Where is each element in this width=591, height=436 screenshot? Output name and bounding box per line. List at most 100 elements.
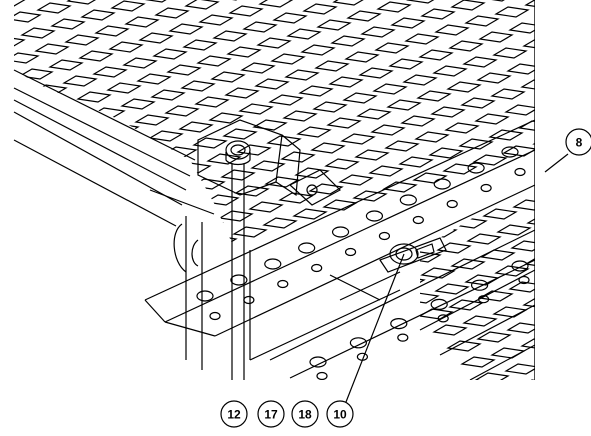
mesh-opening bbox=[338, 174, 374, 186]
callout-12[interactable]: 12 bbox=[220, 400, 248, 428]
mesh-opening bbox=[518, 379, 535, 380]
mesh-opening bbox=[460, 97, 496, 109]
mesh-opening bbox=[136, 73, 172, 85]
mesh-opening bbox=[124, 16, 160, 28]
mesh-opening bbox=[534, 95, 535, 107]
mesh-opening bbox=[310, 142, 346, 154]
bar-hole bbox=[316, 371, 328, 380]
mesh-opening bbox=[524, 256, 535, 268]
mesh-opening bbox=[120, 98, 156, 110]
mesh-opening bbox=[584, 280, 591, 290]
support-post bbox=[173, 216, 203, 370]
mesh-opening bbox=[512, 199, 535, 211]
mesh-opening bbox=[430, 106, 466, 118]
bar-hole bbox=[480, 183, 492, 193]
mesh-opening bbox=[236, 144, 272, 156]
mesh-opening bbox=[270, 53, 306, 65]
mesh-opening bbox=[480, 249, 516, 261]
mesh-opening bbox=[434, 283, 470, 295]
mesh-opening bbox=[582, 62, 591, 72]
mesh-opening bbox=[444, 122, 480, 134]
callout-18-label: 18 bbox=[298, 408, 312, 422]
mesh-opening bbox=[412, 172, 448, 184]
mesh-opening bbox=[552, 330, 584, 340]
bar-hole bbox=[209, 311, 221, 321]
left-frame-rail bbox=[13, 69, 215, 227]
bar-hole bbox=[264, 258, 282, 270]
lower-frame bbox=[249, 250, 535, 380]
mesh-opening bbox=[434, 24, 470, 36]
bar-hole bbox=[501, 146, 519, 158]
mesh-opening bbox=[568, 46, 591, 56]
mesh-opening bbox=[420, 251, 442, 263]
mesh-opening bbox=[204, 194, 240, 206]
mesh-opening bbox=[406, 0, 442, 4]
mesh-opening bbox=[388, 58, 424, 70]
mesh-opening bbox=[568, 305, 591, 315]
mesh-opening bbox=[420, 267, 456, 279]
bar-hole bbox=[467, 162, 485, 174]
mesh-opening bbox=[580, 362, 591, 372]
mesh-opening bbox=[264, 176, 300, 188]
mesh-opening bbox=[294, 167, 330, 179]
mesh-opening bbox=[250, 160, 286, 172]
mesh-opening bbox=[474, 372, 510, 380]
mesh-opening bbox=[342, 92, 378, 104]
bar-hole bbox=[298, 242, 316, 254]
leader-line-8 bbox=[544, 153, 569, 173]
callout-10[interactable]: 10 bbox=[326, 400, 354, 428]
mesh-opening bbox=[46, 100, 82, 112]
bar-hole bbox=[349, 337, 367, 349]
mesh-opening bbox=[340, 133, 376, 145]
mesh-opening bbox=[36, 2, 72, 14]
mesh-opening bbox=[280, 151, 316, 163]
mesh-opening bbox=[254, 78, 290, 90]
mesh-opening bbox=[278, 192, 314, 204]
callout-17[interactable]: 17 bbox=[257, 400, 285, 428]
mesh-opening bbox=[372, 83, 408, 95]
mesh-opening bbox=[556, 248, 588, 258]
mesh-opening bbox=[504, 104, 535, 116]
bar-hole bbox=[397, 333, 409, 342]
mesh-opening bbox=[510, 240, 535, 252]
callout-18[interactable]: 18 bbox=[291, 400, 319, 428]
mesh-opening bbox=[416, 90, 452, 102]
mesh-opening bbox=[314, 60, 350, 72]
mesh-opening bbox=[540, 273, 572, 283]
bar-hole bbox=[399, 194, 417, 206]
mesh-opening bbox=[292, 208, 328, 220]
mesh-opening bbox=[420, 308, 454, 320]
bar-hole bbox=[446, 199, 458, 209]
callout-8-label: 8 bbox=[576, 136, 583, 150]
mesh-opening bbox=[108, 41, 144, 53]
mesh-opening bbox=[248, 201, 284, 213]
mesh-opening bbox=[474, 113, 510, 125]
bar-hole bbox=[243, 295, 255, 305]
bar-hole bbox=[277, 279, 289, 289]
mesh-opening bbox=[448, 299, 484, 311]
mesh-opening bbox=[302, 3, 338, 15]
mesh-opening bbox=[442, 163, 478, 175]
mesh-opening bbox=[550, 112, 582, 122]
mesh-opening bbox=[566, 346, 591, 356]
mesh-opening bbox=[14, 11, 42, 23]
mesh-opening bbox=[420, 292, 440, 304]
mesh-opening bbox=[384, 140, 420, 152]
mesh-opening bbox=[376, 1, 412, 13]
mesh-opening bbox=[570, 264, 591, 274]
mesh-opening bbox=[262, 217, 298, 229]
mesh-opening bbox=[154, 7, 190, 19]
callout-8[interactable]: 8 bbox=[565, 128, 591, 156]
mesh-opening bbox=[574, 182, 591, 192]
mesh-opening bbox=[18, 68, 54, 80]
mesh-opening bbox=[436, 242, 472, 254]
mesh-opening bbox=[316, 19, 352, 31]
vertical-bolt bbox=[225, 140, 251, 380]
bar-hole bbox=[433, 178, 451, 190]
mounting-block bbox=[197, 119, 341, 206]
mesh-opening bbox=[506, 322, 535, 334]
mesh-opening bbox=[212, 30, 248, 42]
mesh-opening bbox=[572, 223, 591, 233]
